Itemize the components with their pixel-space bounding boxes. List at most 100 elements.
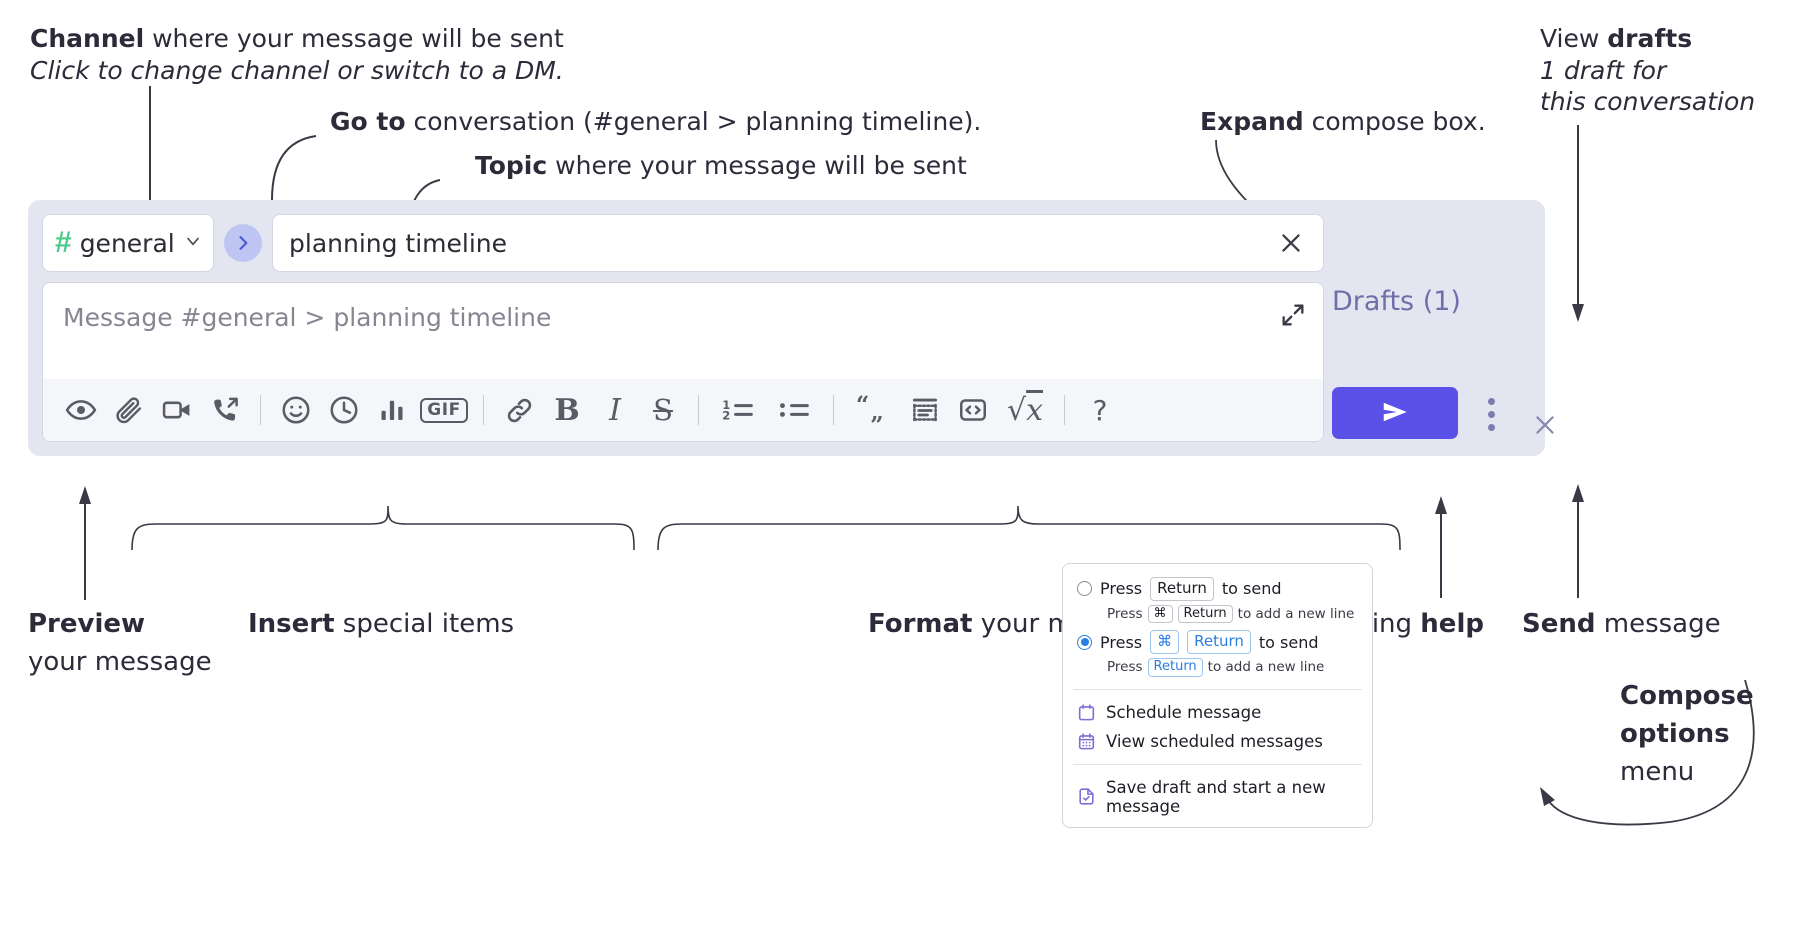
menu-item-save-draft[interactable]: Save draft and start a new message <box>1063 773 1372 821</box>
toolbar-separator <box>260 395 261 425</box>
kbd-command: ⌘ <box>1147 604 1173 624</box>
annotation-preview-sub: your message <box>28 647 212 677</box>
toolbar-separator <box>483 395 484 425</box>
help-label: ? <box>1092 393 1108 427</box>
latex-icon[interactable]: √x <box>997 387 1053 433</box>
message-placeholder: Message #general > planning timeline <box>63 303 552 332</box>
gif-icon[interactable]: GIF <box>416 387 472 433</box>
compose-options-dropdown: Press Return to send Press ⌘ Return to a… <box>1062 563 1373 828</box>
compose-inner: # general planni <box>42 214 1324 442</box>
topic-value: planning timeline <box>289 228 508 258</box>
channel-name: general <box>79 228 175 258</box>
goto-conversation-button[interactable] <box>224 224 262 262</box>
more-options-dot <box>1487 410 1495 418</box>
document-check-icon <box>1077 787 1096 806</box>
option-label-post: to send <box>1221 579 1282 599</box>
compose-panel: # general planni <box>28 200 1554 456</box>
option-sub-post: to add a new line <box>1237 605 1355 622</box>
more-options-dot <box>1487 397 1495 405</box>
menu-item-schedule-message[interactable]: Schedule message <box>1063 698 1372 727</box>
menu-divider <box>1073 763 1362 765</box>
link-icon[interactable] <box>495 387 543 433</box>
option-sub-pre: Press <box>1107 605 1143 622</box>
gif-label: GIF <box>420 397 468 423</box>
svg-text:1: 1 <box>722 398 730 412</box>
radio-selected[interactable] <box>1077 634 1092 650</box>
radio-unselected[interactable] <box>1077 581 1092 597</box>
option-label-post: to send <box>1258 632 1319 652</box>
call-forward-icon[interactable] <box>201 387 249 433</box>
annotation-drafts-sub2: this conversation <box>1540 87 1756 116</box>
drafts-link[interactable]: Drafts (1) <box>1332 286 1461 317</box>
annotation-send: Send message <box>1522 609 1721 639</box>
toolbar-separator <box>833 395 834 425</box>
latex-label: √x <box>1006 392 1044 428</box>
svg-text:„: „ <box>871 399 884 425</box>
annotation-channel-sub: Click to change channel or switch to a D… <box>30 56 564 85</box>
inline-code-icon[interactable] <box>949 387 997 433</box>
kbd-return: Return <box>1147 657 1203 677</box>
code-block-icon[interactable] <box>901 387 949 433</box>
channel-selector[interactable]: # general <box>42 214 214 272</box>
menu-item-label: View scheduled messages <box>1106 731 1323 751</box>
toolbar-separator <box>1064 395 1065 425</box>
blockquote-icon[interactable]: “ „ <box>845 387 901 433</box>
annotation-goto: Go to conversation (#general > planning … <box>330 107 982 136</box>
clock-icon[interactable] <box>320 387 368 433</box>
bold-label: B <box>554 392 580 428</box>
expand-compose-icon[interactable] <box>1279 301 1307 334</box>
clear-topic-icon[interactable] <box>1277 229 1309 257</box>
hash-icon: # <box>55 226 72 259</box>
option-label-pre: Press <box>1100 632 1143 652</box>
option-press-return-to-send[interactable]: Press Return to send Press ⌘ Return to a… <box>1063 574 1372 627</box>
annotation-channel: Channel where your message will be sent <box>30 24 564 53</box>
annotation-compose-options-2: options <box>1620 719 1730 749</box>
attachment-icon[interactable] <box>105 387 153 433</box>
kbd-command: ⌘ <box>1150 630 1180 654</box>
svg-text:2: 2 <box>722 409 730 423</box>
italic-icon[interactable]: I <box>591 387 639 433</box>
toolbar-separator <box>698 395 699 425</box>
calendar-icon <box>1077 703 1096 722</box>
bold-icon[interactable]: B <box>543 387 591 433</box>
menu-item-label: Save draft and start a new message <box>1106 777 1326 816</box>
menu-item-label: Schedule message <box>1106 702 1262 722</box>
ordered-list-icon[interactable]: 1 2 <box>710 387 766 433</box>
annotation-topic: Topic where your message will be sent <box>475 151 967 180</box>
formatting-toolbar: GIF B I <box>43 379 1323 441</box>
calendar-dots-icon <box>1077 732 1096 751</box>
italic-label: I <box>609 392 621 428</box>
annotation-compose-options-1: Compose <box>1620 681 1754 711</box>
annotation-insert: Insert special items <box>248 609 515 639</box>
compose-options-menu-button[interactable] <box>1480 392 1502 436</box>
strikethrough-label: S <box>653 393 673 427</box>
video-icon[interactable] <box>153 387 201 433</box>
send-button[interactable] <box>1332 387 1458 439</box>
kbd-return: Return <box>1187 630 1251 654</box>
poll-icon[interactable] <box>368 387 416 433</box>
kbd-return: Return <box>1177 604 1233 624</box>
preview-icon[interactable] <box>57 387 105 433</box>
annotation-preview: Preview <box>28 609 146 639</box>
help-icon[interactable]: ? <box>1076 387 1124 433</box>
svg-text:“: “ <box>856 395 869 418</box>
message-input-box[interactable]: Message #general > planning timeline <box>42 282 1324 442</box>
menu-divider <box>1073 688 1362 690</box>
annotation-drafts: View drafts <box>1540 24 1693 53</box>
option-label-pre: Press <box>1100 579 1143 599</box>
bulleted-list-icon[interactable] <box>766 387 822 433</box>
topic-field[interactable]: planning timeline <box>272 214 1324 272</box>
annotation-drafts-sub1: 1 draft for <box>1540 56 1667 85</box>
kbd-return: Return <box>1150 577 1214 601</box>
annotation-compose-options-3: menu <box>1620 757 1695 787</box>
send-paper-plane-icon <box>1376 397 1414 430</box>
emoji-icon[interactable] <box>272 387 320 433</box>
option-press-cmd-return-to-send[interactable]: Press ⌘ Return to send Press Return to a… <box>1063 627 1372 680</box>
more-options-dot <box>1487 423 1495 431</box>
menu-item-view-scheduled-messages[interactable]: View scheduled messages <box>1063 727 1372 756</box>
close-panel-button[interactable] <box>1525 405 1565 445</box>
annotation-expand: Expand compose box. <box>1200 107 1486 136</box>
option-sub-pre: Press <box>1107 659 1143 676</box>
strikethrough-icon[interactable]: S <box>639 387 687 433</box>
